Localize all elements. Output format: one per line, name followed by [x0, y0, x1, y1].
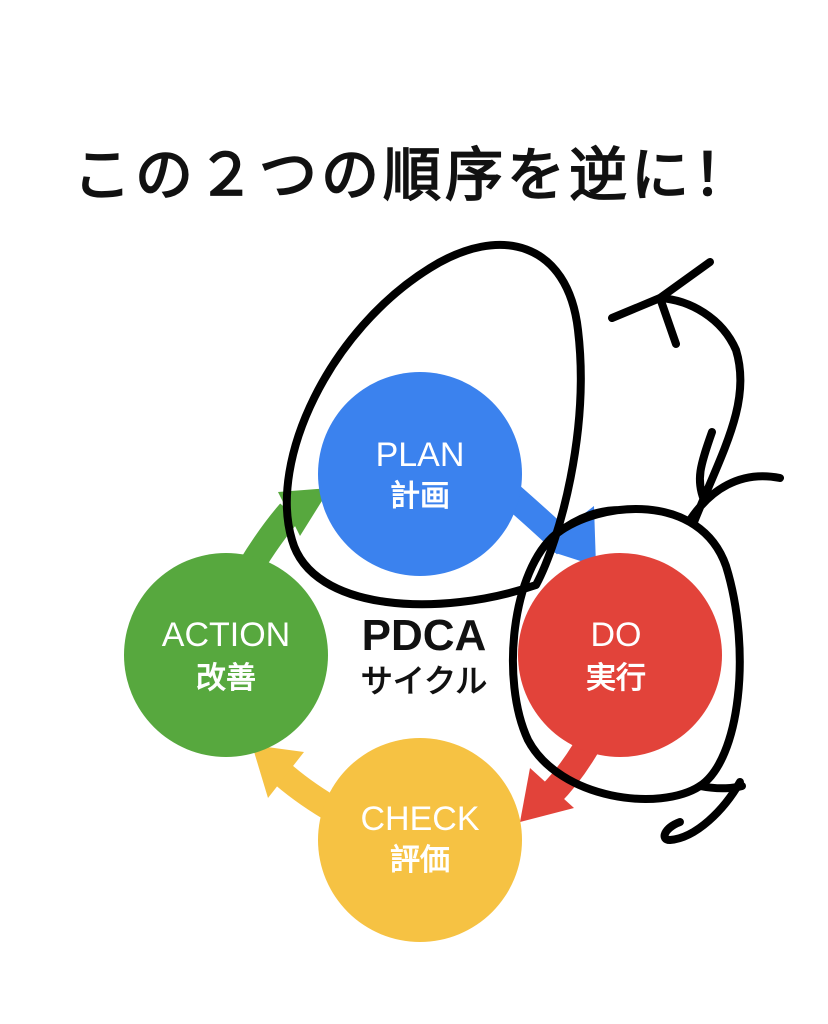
center-label: PDCA サイクル: [361, 611, 487, 700]
handwritten-annotations: [282, 241, 784, 844]
do-circle: [518, 553, 722, 757]
do-label-en: DO: [591, 616, 642, 654]
plan-circle: [318, 372, 522, 576]
plan-ink-loop: [282, 241, 585, 609]
check-label-ja: 評価: [390, 843, 450, 878]
center-subtitle: サイクル: [361, 662, 487, 700]
swap-arrowhead-top: [608, 258, 714, 348]
action-label-ja: 改善: [196, 661, 256, 696]
action-node: ACTION 改善: [124, 553, 328, 757]
swap-arrowhead-bottom: [660, 778, 744, 844]
check-to-action-arrowhead: [252, 745, 304, 798]
plan-label-ja: 計画: [390, 479, 450, 514]
action-to-plan-arrowhead: [278, 488, 330, 536]
do-node: DO 実行: [518, 553, 722, 757]
plan-label-en: PLAN: [376, 436, 465, 474]
plan-node: PLAN 計画: [318, 372, 522, 576]
swap-mark-mid: [695, 428, 716, 504]
headline: この２つの順序を逆に！: [72, 141, 755, 209]
check-label-en: CHECK: [360, 800, 479, 838]
do-to-check-arrowhead: [520, 768, 574, 822]
do-label-ja: 実行: [586, 661, 646, 696]
swap-arrow-icon: [656, 294, 784, 526]
check-to-action-arrow: [269, 760, 337, 820]
action-label-en: ACTION: [162, 616, 290, 654]
check-circle: [318, 738, 522, 942]
action-circle: [124, 553, 328, 757]
check-node: CHECK 評価: [318, 738, 522, 942]
do-ink-loop: [508, 504, 744, 803]
center-title: PDCA: [362, 611, 487, 660]
